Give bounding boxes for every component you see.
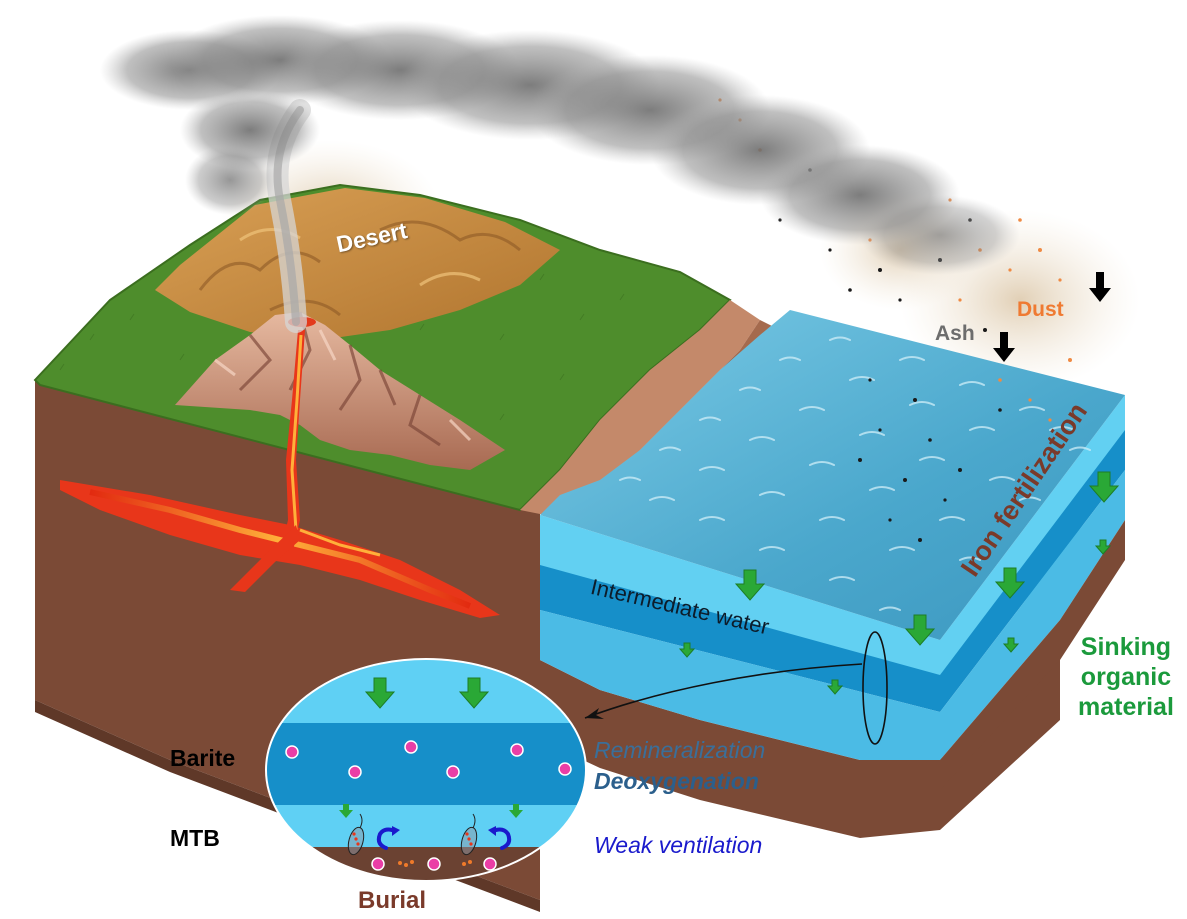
ash-label: Ash (935, 322, 975, 345)
ocean-front-lower (540, 610, 940, 760)
ocean-waves (619, 336, 1091, 611)
remineralization-label: Remineralization (594, 737, 766, 763)
weak-ventilation-label: Weak ventilation (594, 832, 763, 858)
deposition-arrows (993, 272, 1111, 362)
sinking-line-3: material (1078, 693, 1174, 721)
zoom-arrow (584, 663, 863, 719)
sinking-line-1: Sinking (1080, 633, 1172, 661)
ocean-block (540, 98, 1125, 838)
deoxygenation-label: Deoxygenation (594, 768, 759, 794)
ash-arrow-icon (993, 332, 1015, 362)
desert-area (155, 188, 560, 340)
coast-cliff (520, 300, 760, 515)
dust-label: Dust (1017, 298, 1064, 321)
burial-label: Burial (358, 887, 427, 914)
volcanic-plume (100, 15, 1020, 333)
oval-sinking-arrow-1 (364, 677, 396, 709)
mtb-bacteria (347, 826, 478, 856)
barite-label: Barite (170, 745, 236, 771)
intermediate-band (540, 565, 940, 712)
sinking-organic-material-label: Sinking organic material (1078, 632, 1174, 722)
oval-sinking-arrow-2 (458, 677, 490, 709)
volcano-mountain (175, 312, 505, 470)
zoom-oval (265, 658, 587, 882)
ocean-surface (540, 310, 1125, 640)
sample-ring (862, 631, 888, 745)
sinking-line-2: organic (1080, 663, 1172, 691)
sinking-arrows (678, 471, 1120, 695)
seafloor-soil (540, 640, 1060, 838)
barite-particles (285, 740, 572, 871)
ventilation-arrows (376, 827, 512, 850)
mtb-label: MTB (170, 825, 220, 851)
ash-particles (778, 168, 1002, 542)
dust-arrow-icon (1089, 272, 1111, 302)
